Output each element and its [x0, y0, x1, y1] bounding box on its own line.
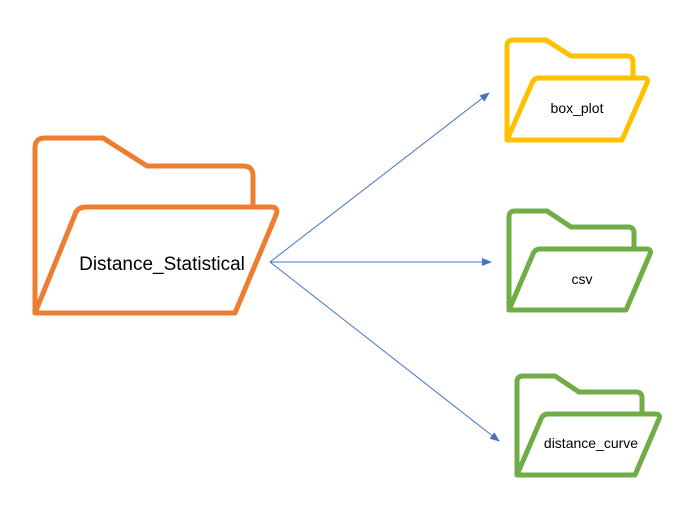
distance-curve-folder[interactable]: distance_curve: [514, 373, 662, 478]
folder-icon: [504, 37, 650, 143]
connector-arrows: [269, 92, 500, 442]
folder-icon: [32, 135, 280, 316]
arrow-to-distance-curve: [269, 261, 500, 442]
source-folder-label: Distance_Statistical: [79, 254, 245, 275]
csv-folder-back: [506, 208, 637, 313]
source-folder-front: [32, 204, 280, 316]
folder-icon: [506, 208, 653, 313]
source-folder-back: [32, 135, 256, 316]
box-plot-folder-back: [504, 37, 636, 143]
distance-curve-folder-label: distance_curve: [544, 435, 638, 451]
arrow-to-box-plot: [269, 92, 490, 263]
source-folder[interactable]: Distance_Statistical: [32, 135, 280, 316]
distance-curve-folder-back: [514, 373, 645, 478]
box-plot-folder-label: box_plot: [551, 100, 604, 116]
csv-folder-label: csv: [572, 271, 593, 287]
folder-icon: [514, 373, 662, 478]
box-plot-folder-front: [504, 75, 650, 143]
box-plot-folder[interactable]: box_plot: [504, 37, 650, 143]
csv-folder-front: [506, 246, 653, 313]
csv-folder[interactable]: csv: [506, 208, 653, 313]
distance-curve-folder-front: [514, 411, 662, 478]
